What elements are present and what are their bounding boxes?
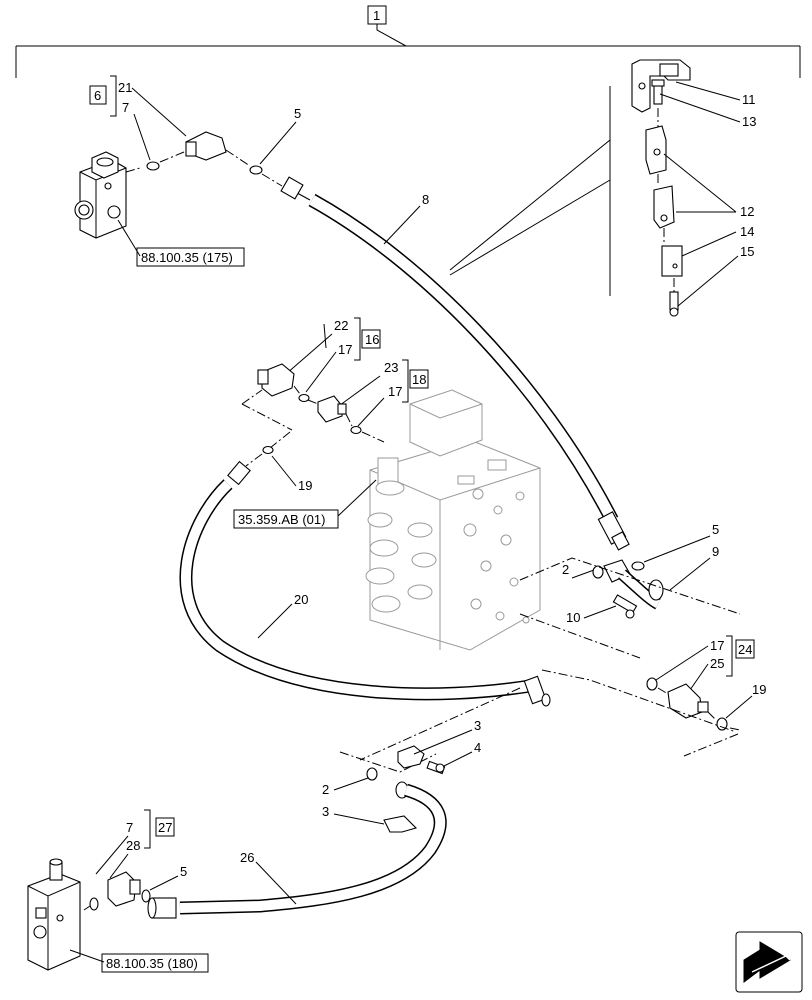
callout-7a: 7	[122, 100, 129, 115]
assembly-label: 1	[373, 8, 380, 23]
bolt-4	[426, 760, 446, 775]
kit-6: 6	[94, 88, 101, 103]
callout-19b: 19	[752, 682, 766, 697]
callout-5a: 5	[294, 106, 301, 121]
callout-20: 20	[294, 592, 308, 607]
o-ring-17b	[350, 425, 362, 435]
control-valve-block	[365, 389, 541, 651]
hose-8	[280, 176, 630, 551]
callout-26: 26	[240, 850, 254, 865]
o-ring-2a	[592, 565, 604, 579]
o-ring-5c	[141, 889, 151, 903]
bolt-10	[612, 594, 638, 619]
o-ring-5b	[631, 561, 645, 571]
o-ring-17a	[298, 393, 310, 403]
callout-15: 15	[740, 244, 754, 259]
callout-25: 25	[710, 656, 724, 671]
ref-88-100-35-175: 88.100.35 (175)	[141, 250, 233, 265]
callout-5b: 5	[712, 522, 719, 537]
o-ring-7a	[146, 161, 160, 171]
o-ring-19a	[262, 445, 274, 455]
callout-17a: 17	[338, 342, 352, 357]
callout-4: 4	[474, 740, 481, 755]
assembly-bracket: 1	[15, 5, 801, 78]
valve-block-175	[74, 151, 127, 239]
clamp-half-12a	[645, 125, 667, 175]
callout-19a: 19	[298, 478, 312, 493]
next-page-arrow-icon[interactable]	[735, 931, 803, 993]
callout-8: 8	[422, 192, 429, 207]
callout-13: 13	[742, 114, 756, 129]
callout-2b: 2	[322, 782, 329, 797]
elbow-fitting-22	[257, 363, 295, 397]
clamp-half-12b	[653, 185, 675, 229]
hose-20	[179, 460, 551, 707]
elbow-fitting-28	[107, 871, 141, 907]
o-ring-19b	[716, 717, 728, 731]
tube-9	[603, 559, 664, 610]
o-ring-17c	[646, 677, 658, 691]
clamp-3a	[397, 745, 425, 769]
ref-35-359-ab-01: 35.359.AB (01)	[238, 512, 325, 527]
bolt-13	[651, 79, 665, 105]
plate-14	[661, 245, 683, 277]
clamp-bracket-11	[631, 59, 691, 113]
callout-28: 28	[126, 838, 140, 853]
callout-2a: 2	[562, 562, 569, 577]
kit-24: 24	[738, 642, 752, 657]
adapter-25	[667, 683, 709, 719]
callout-23: 23	[384, 360, 398, 375]
callout-9: 9	[712, 544, 719, 559]
tube-26	[147, 781, 447, 919]
detail-view-bracket	[449, 86, 611, 296]
elbow-fitting-21	[185, 131, 227, 161]
o-ring-5a	[249, 165, 263, 175]
kit-18: 18	[412, 372, 426, 387]
o-ring-7b	[89, 897, 99, 911]
ref-88-100-35-180: 88.100.35 (180)	[106, 956, 198, 971]
bolt-15	[669, 291, 679, 317]
callout-17b: 17	[388, 384, 402, 399]
callout-10: 10	[566, 610, 580, 625]
callout-11: 11	[742, 92, 756, 107]
o-ring-2b	[366, 767, 378, 781]
callout-22: 22	[334, 318, 348, 333]
callout-21: 21	[118, 80, 132, 95]
adapter-fitting-23	[317, 395, 347, 423]
callout-17c: 17	[710, 638, 724, 653]
valve-block-180	[27, 858, 81, 971]
callout-5c: 5	[180, 864, 187, 879]
callout-12: 12	[740, 204, 754, 219]
callout-3a: 3	[474, 718, 481, 733]
clamp-3b	[383, 815, 418, 833]
callout-14: 14	[740, 224, 754, 239]
callout-3b: 3	[322, 804, 329, 819]
callout-7b: 7	[126, 820, 133, 835]
kit-27: 27	[158, 820, 172, 835]
kit-16: 16	[365, 332, 379, 347]
